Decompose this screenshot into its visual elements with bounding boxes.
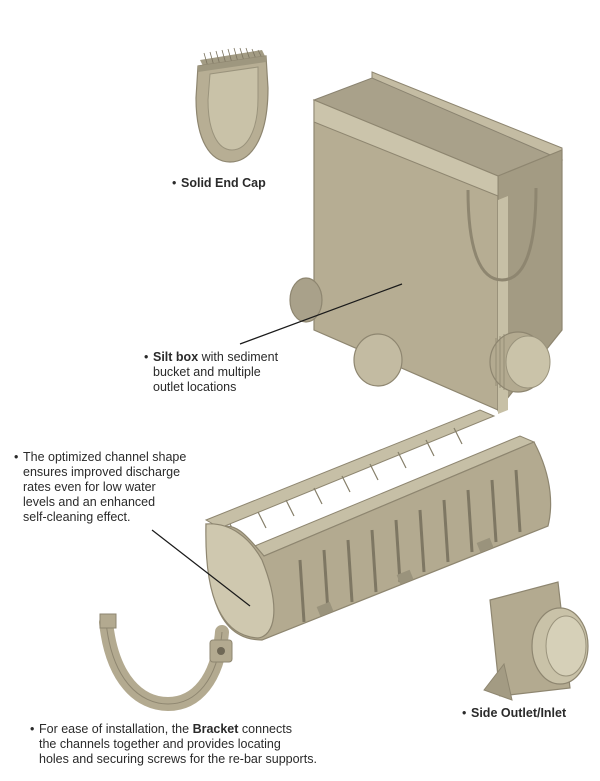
leader-lines <box>151 283 403 607</box>
bullet: • <box>14 450 19 464</box>
bullet: • <box>172 176 177 190</box>
side-outlet-illustration <box>483 581 589 701</box>
channel-text-4: levels and an enhanced <box>23 495 156 509</box>
silt-box-title: Silt box <box>153 350 199 364</box>
bracket-text-2: the channels together and provides locat… <box>39 737 281 751</box>
bracket-text-1a: For ease of installation, the <box>39 722 193 736</box>
silt-box-illustration <box>289 71 564 414</box>
silt-box-callout: • Silt box with sediment bucket and multi… <box>144 350 278 395</box>
silt-box-leader-line <box>239 283 403 345</box>
bracket-illustration <box>99 613 233 712</box>
end-cap-title: Solid End Cap <box>181 176 266 190</box>
channel-text-2: ensures improved discharge <box>23 465 181 479</box>
bracket-text-3: holes and securing screws for the re-bar… <box>39 752 317 766</box>
channel-text-3: rates even for low water <box>23 480 156 494</box>
silt-box-text-2: bucket and multiple <box>153 365 261 379</box>
side-outlet-title: Side Outlet/Inlet <box>471 706 567 720</box>
bracket-title: Bracket <box>192 722 239 736</box>
bullet: • <box>30 722 35 736</box>
bracket-callout: • For ease of installation, the Bracket c… <box>30 722 317 767</box>
channel-leader-line <box>151 529 251 607</box>
silt-box-text-1: with sediment <box>198 350 279 364</box>
bracket-text-1b: connects <box>238 722 292 736</box>
channel-text-5: self-cleaning effect. <box>23 510 131 524</box>
bullet: • <box>144 350 149 364</box>
side-outlet-callout: • Side Outlet/Inlet <box>462 706 566 721</box>
channel-illustration <box>204 409 552 641</box>
end-cap-callout: • Solid End Cap <box>172 176 266 191</box>
bullet: • <box>462 706 467 720</box>
silt-box-text-3: outlet locations <box>153 380 237 394</box>
channel-text-1: The optimized channel shape <box>23 450 187 464</box>
channel-callout: • The optimized channel shape ensures imp… <box>14 450 186 525</box>
end-cap-illustration <box>195 47 269 163</box>
